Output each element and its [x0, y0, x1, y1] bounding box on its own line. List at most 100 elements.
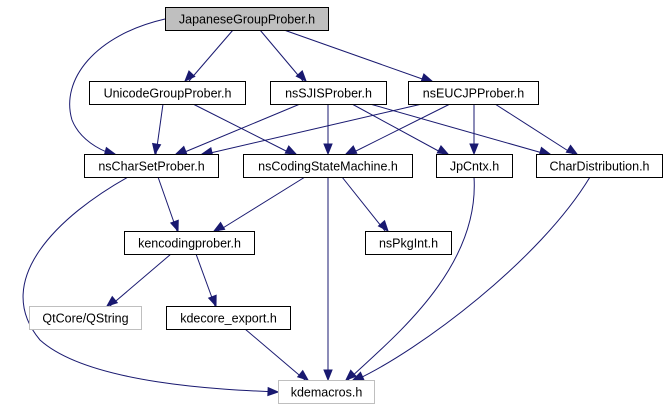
node-label: nsEUCJPProber.h — [423, 87, 524, 101]
edge-nsSJISProber-to-JpCntx — [351, 103, 450, 155]
edge-line — [259, 29, 304, 82]
arrowhead-icon — [377, 219, 389, 233]
edge-nsCodingStateMachine-to-nsPkgInt — [341, 176, 389, 233]
node-CharDistribution[interactable]: CharDistribution.h — [536, 154, 663, 178]
node-JpCntx[interactable]: JpCntx.h — [436, 154, 513, 178]
edge-nsEUCJPProber-to-nsCharSetProber — [200, 103, 423, 157]
arrowhead-icon — [105, 295, 119, 307]
node-nsSJISProber[interactable]: nsSJISProber.h — [270, 81, 387, 105]
node-box — [29, 306, 142, 330]
edge-line — [283, 29, 429, 82]
edge-JpCntx-to-kdemacros — [345, 176, 475, 381]
edge-line — [22, 176, 279, 393]
arrowhead-icon — [151, 142, 162, 156]
node-nsEUCJPProber[interactable]: nsEUCJPProber.h — [408, 81, 539, 105]
node-label: UnicodeGroupProber.h — [104, 87, 232, 101]
node-box — [166, 306, 291, 330]
node-label: nsCharSetProber.h — [98, 160, 204, 174]
arrowhead-icon — [295, 70, 307, 82]
arrowhead-icon — [323, 143, 333, 156]
edge-JapaneseGroupProber-to-UnicodeGroupProber — [184, 29, 234, 82]
node-label: JapaneseGroupProber.h — [179, 13, 315, 27]
arrowhead-icon — [284, 145, 298, 155]
node-box — [408, 81, 539, 105]
arrowhead-icon — [184, 70, 196, 82]
node-box — [278, 380, 375, 404]
edge-line — [244, 328, 306, 381]
node-box — [436, 154, 513, 178]
arrowhead-icon — [174, 145, 188, 155]
node-label: kdecore_export.h — [180, 312, 277, 326]
node-box — [365, 231, 452, 255]
edge-line — [188, 29, 234, 82]
node-box — [536, 154, 663, 178]
edge-line — [349, 103, 451, 155]
node-label: kencodingprober.h — [138, 237, 241, 251]
node-box — [243, 154, 413, 178]
node-UnicodeGroupProber[interactable]: UnicodeGroupProber.h — [89, 81, 246, 105]
edge-line — [341, 176, 386, 232]
edge-line — [351, 103, 445, 155]
edge-line — [347, 176, 475, 381]
edge-line — [217, 176, 306, 232]
node-nsCodingStateMachine[interactable]: nsCodingStateMachine.h — [243, 154, 413, 178]
node-box — [165, 7, 329, 31]
node-kencodingprober[interactable]: kencodingprober.h — [124, 231, 255, 255]
edge-line — [109, 253, 172, 307]
node-label: nsSJISProber.h — [285, 87, 372, 101]
arrowhead-icon — [323, 369, 333, 382]
arrowhead-icon — [267, 386, 280, 397]
edge-line — [494, 103, 574, 155]
node-JapaneseGroupProber[interactable]: JapaneseGroupProber.h — [165, 7, 329, 31]
node-box — [124, 231, 255, 255]
node-label: nsCodingStateMachine.h — [258, 160, 398, 174]
node-box — [89, 81, 246, 105]
edge-nsEUCJPProber-to-CharDistribution — [494, 103, 579, 155]
node-label: kdemacros.h — [291, 386, 363, 400]
node-label: CharDistribution.h — [549, 160, 649, 174]
edge-nsCodingStateMachine-to-kdemacros — [323, 177, 333, 382]
edge-CharDistribution-to-kdemacros — [351, 176, 591, 381]
edge-nsCharSetProber-to-kencodingprober — [157, 176, 179, 233]
arrowhead-icon — [565, 144, 579, 155]
node-box — [84, 154, 219, 178]
node-label: QtCore/QString — [42, 312, 128, 326]
edge-kdecore_export-to-kdemacros — [244, 328, 310, 381]
arrowhead-icon — [207, 294, 217, 308]
arrowhead-icon — [469, 143, 479, 156]
edge-JapaneseGroupProber-to-nsEUCJPProber — [283, 29, 434, 83]
arrowhead-icon — [351, 371, 365, 381]
arrowhead-icon — [420, 73, 434, 83]
edge-line — [192, 103, 293, 155]
node-nsCharSetProber[interactable]: nsCharSetProber.h — [84, 154, 219, 178]
edge-nsEUCJPProber-to-JpCntx — [469, 104, 479, 156]
node-QString: QtCore/QString — [29, 306, 142, 330]
edge-JapaneseGroupProber-to-nsSJISProber — [259, 29, 307, 82]
edge-UnicodeGroupProber-to-nsCodingStateMachine — [192, 103, 298, 155]
node-nsPkgInt[interactable]: nsPkgInt.h — [365, 231, 452, 255]
arrowhead-icon — [344, 145, 358, 155]
edge-nsSJISProber-to-nsCodingStateMachine — [323, 104, 333, 156]
edge-line — [179, 103, 301, 155]
edge-nsEUCJPProber-to-nsCodingStateMachine — [344, 103, 451, 155]
edge-line — [369, 103, 547, 155]
edge-nsCharSetProber-to-kdemacros — [22, 176, 280, 397]
arrowhead-icon — [436, 144, 450, 155]
node-label: nsPkgInt.h — [379, 237, 438, 251]
edge-nsCodingStateMachine-to-kencodingprober — [212, 176, 306, 232]
edge-nsSJISProber-to-CharDistribution — [369, 103, 552, 156]
edge-line — [205, 103, 423, 155]
arrowhead-icon — [169, 219, 179, 233]
edge-line — [69, 18, 166, 155]
edge-line — [355, 176, 591, 381]
node-box — [270, 81, 387, 105]
node-label: JpCntx.h — [450, 160, 499, 174]
node-kdecore_export[interactable]: kdecore_export.h — [166, 306, 291, 330]
arrowhead-icon — [296, 369, 310, 381]
arrowhead-icon — [345, 369, 357, 381]
node-kdemacros: kdemacros.h — [278, 380, 375, 404]
edge-UnicodeGroupProber-to-nsCharSetProber — [151, 103, 164, 156]
edge-nsSJISProber-to-nsCharSetProber — [174, 103, 301, 155]
edge-kencodingprober-to-QString — [105, 253, 172, 307]
